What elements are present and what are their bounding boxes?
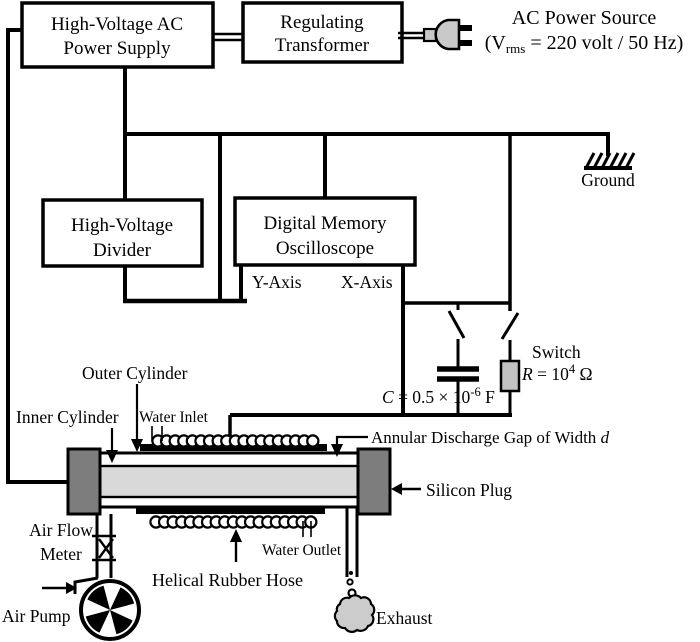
ac-source-spec: (Vrms = 220 volt / 50 Hz): [485, 32, 684, 56]
air-pump-arrowhead: [66, 582, 77, 594]
flow-meter-x: [98, 538, 114, 559]
air-pump-label: Air Pump: [2, 606, 71, 626]
resistor-unit: Ω: [575, 364, 592, 384]
divider-label-1: High-Voltage: [71, 215, 173, 236]
oscilloscope-label-1: Digital Memory: [264, 213, 387, 234]
plug-prong-bottom: [459, 40, 472, 46]
hv-supply-label-1: High-Voltage AC: [51, 14, 183, 35]
silicon-plug-arrowhead: [391, 483, 402, 495]
inner-cylinder-arrowhead: [106, 450, 118, 463]
exhaust-assembly: [333, 508, 376, 633]
discharge-cell: [66, 434, 392, 529]
divider-label-2: Divider: [93, 240, 152, 261]
annular-gap-text: Annular Discharge Gap of Width: [371, 428, 601, 447]
exhaust-tube: [345, 508, 359, 577]
helical-hose-label: Helical Rubber Hose: [152, 570, 303, 590]
hose-coil-turn: [306, 434, 320, 448]
switch-label: Switch: [532, 342, 581, 362]
resistor-var: R: [521, 364, 533, 384]
oscilloscope-box: [233, 196, 417, 267]
pump-volute: [73, 576, 99, 594]
plug-icon: [434, 18, 461, 51]
plug-prong-top: [459, 25, 472, 31]
ac-source-title: AC Power Source: [512, 7, 657, 29]
transformer-box: [241, 1, 404, 64]
annular-gap-var: d: [601, 428, 610, 447]
resistor-switch-blade: [500, 312, 520, 340]
wiring: [6, 28, 610, 484]
resistor-eq: = 10: [533, 364, 569, 384]
resistor-body: [499, 359, 521, 393]
oscilloscope-label-2: Oscilloscope: [276, 238, 374, 259]
silicon-plug-label: Silicon Plug: [426, 480, 512, 500]
inner-cylinder: [98, 464, 360, 499]
ac-spec-post: = 220 volt / 50 Hz): [525, 32, 683, 54]
outer-cylinder-label: Outer Cylinder: [82, 363, 188, 383]
helical-hose-arrowhead: [230, 529, 242, 542]
main-hv-bus: [123, 132, 610, 156]
inner-cylinder-label: Inner Cylinder: [16, 407, 119, 427]
pump-fan: [82, 582, 135, 638]
annular-gap-pointer: [335, 435, 368, 445]
annular-gap-label: Annular Discharge Gap of Width d: [371, 428, 610, 447]
ground-hatching: [584, 152, 636, 169]
plug-neck: [422, 27, 438, 43]
water-inlet-label: Water Inlet: [139, 409, 209, 426]
air-circuit: [73, 514, 116, 594]
bottom-helical-hose: [149, 515, 318, 529]
top-electrode-bar: [140, 444, 327, 451]
ground-label: Ground: [581, 170, 635, 190]
annular-gap-arrowhead: [331, 444, 343, 457]
top-helical-hose: [151, 434, 320, 448]
water-outlet-ticks: [302, 521, 312, 537]
water-outlet-label: Water Outlet: [262, 542, 342, 559]
ac-spec-sub: rms: [506, 41, 526, 56]
resistor-label: R = 104 Ω: [521, 362, 592, 384]
y-axis-label: Y-Axis: [252, 272, 302, 292]
capacitor-unit: F: [481, 387, 495, 407]
component-boxes: High-Voltage AC Power Supply Regulating …: [20, 1, 417, 268]
left-bus-wire: [6, 28, 68, 484]
ac-plug: [398, 18, 472, 51]
silicon-plug-right: [356, 447, 392, 516]
capacitor-var: C: [382, 387, 394, 407]
hv-supply-label-2: Power Supply: [63, 38, 171, 59]
exhaust-dot-1: [349, 571, 353, 575]
exhaust-label: Exhaust: [376, 608, 433, 628]
cap-switch-blade: [447, 310, 466, 339]
air-flow-meter-label-1: Air Flow: [29, 520, 93, 540]
resistor-sup: 4: [569, 362, 576, 376]
capacitor-sup: -6: [470, 385, 480, 399]
capacitor-eq: = 0.5 × 10: [394, 387, 471, 407]
air-tube: [95, 514, 113, 578]
exhaust-dot-2: [346, 578, 354, 586]
air-flow-meter-label-2: Meter: [40, 544, 82, 564]
silicon-plug-left: [66, 447, 102, 516]
capacitor-label: C = 0.5 × 10-6 F: [382, 385, 495, 407]
hv-supply-box: [20, 1, 215, 69]
transformer-label-1: Regulating: [280, 12, 364, 33]
transformer-label-2: Transformer: [275, 35, 370, 56]
air-pump: [79, 579, 141, 641]
ac-spec-pre: (V: [485, 32, 507, 54]
supply-transformer-link: [213, 32, 243, 42]
water-inlet-ticks: [151, 426, 163, 441]
x-axis-label: X-Axis: [341, 272, 393, 292]
exhaust-cloud: [333, 594, 376, 633]
flow-meter-ticks: [92, 534, 116, 562]
hv-divider-box: [41, 198, 204, 268]
fan-blade: [110, 587, 135, 610]
outer-cylinder-arrowhead: [131, 439, 143, 452]
pointer-arrows: [42, 384, 421, 594]
bottom-electrode-bar: [136, 507, 325, 514]
ground-symbol: [584, 152, 636, 170]
